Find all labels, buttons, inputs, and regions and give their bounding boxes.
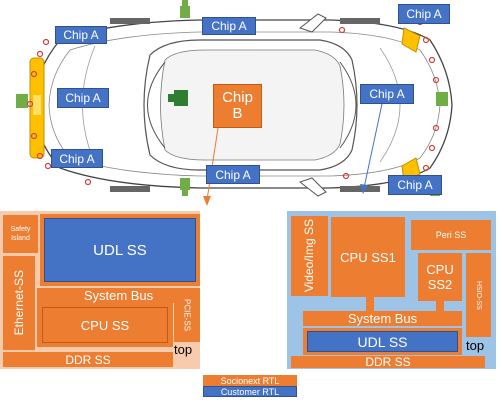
left-system-bus-label: System Bus	[83, 288, 154, 303]
udl-ss-block: UDL SS	[44, 218, 196, 282]
right-top-label: top	[466, 338, 485, 353]
right-udl-ss-label: UDL SS	[357, 333, 408, 350]
chip-a-bottom-center: Chip A	[206, 165, 260, 184]
video-img-ss-block: Video/Img SS	[291, 216, 328, 296]
chip-a-right-middle: Chip A	[360, 84, 414, 104]
chip-a-top-left: Chip A	[55, 26, 107, 44]
pcie-ss-label: PCIE-SS	[182, 298, 192, 331]
safety-island-block: Safety Island	[3, 215, 38, 253]
chip-a-bottom-right: Chip A	[388, 175, 442, 195]
cpu-ss1-connector	[366, 297, 374, 311]
pcie-ss-block: PCIE-SS	[174, 288, 200, 342]
right-ddr-ss-block: DDR SS	[291, 355, 485, 369]
cpu-ss-block: CPU SS	[42, 307, 168, 343]
legend-customer-rtl: Customer RTL	[203, 386, 297, 397]
chip-a-bottom-left: Chip A	[51, 149, 103, 168]
safety-island-label: Safety Island	[10, 226, 31, 242]
right-system-bus-label: System Bus	[347, 311, 418, 326]
legend-socionext-rtl: Socionext RTL	[203, 375, 297, 386]
right-udl-ss-block: UDL SS	[307, 331, 458, 352]
chip-b-label: Chip B	[222, 89, 253, 122]
ethernet-ss-label: Ethernet-SS	[12, 270, 26, 336]
right-system-bus: System Bus	[303, 311, 462, 326]
right-ddr-ss-label: DDR SS	[365, 355, 411, 369]
chip-a-left-middle: Chip A	[57, 88, 109, 108]
chip-a-top-center: Chip A	[202, 17, 256, 35]
ethernet-ss-block: Ethernet-SS	[3, 256, 35, 350]
cpu-ss2-block: CPU SS2	[418, 253, 462, 301]
cpu-ss1-block: CPU SS1	[331, 217, 405, 297]
hsio-ss-label: HSIO-SS	[475, 280, 482, 310]
video-img-ss-label: Video/Img SS	[302, 219, 316, 293]
peri-ss-label: Peri SS	[435, 230, 467, 240]
cpu-ss2-connector	[436, 301, 444, 311]
legend-socionext-label: Socionext RTL	[220, 375, 280, 386]
cpu-ss1-label: CPU SS1	[340, 249, 396, 265]
cpu-ss2-label: CPU SS2	[426, 262, 454, 292]
legend-customer-label: Customer RTL	[220, 386, 280, 397]
left-top-label: top	[174, 342, 193, 357]
left-udl-ss-label: UDL SS	[93, 241, 147, 259]
left-ddr-ss-block: DDR SS	[3, 352, 173, 367]
left-cpu-ss-label: CPU SS	[80, 317, 130, 333]
chip-b: Chip B	[213, 84, 262, 128]
peri-ss-block: Peri SS	[411, 220, 491, 250]
left-system-bus: System Bus	[37, 288, 200, 303]
left-ddr-ss-label: DDR SS	[65, 352, 111, 367]
hsio-ss-block: HSIO-SS	[466, 253, 491, 337]
chip-a-top-right: Chip A	[398, 4, 450, 24]
